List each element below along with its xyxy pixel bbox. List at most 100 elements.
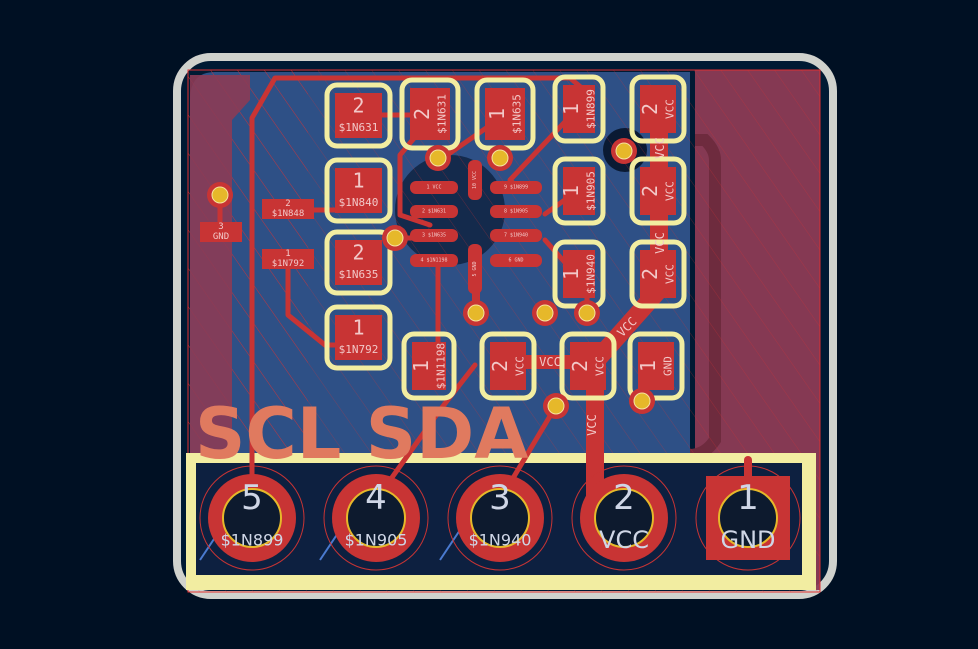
- pad-label: 8 $1N905: [504, 209, 528, 215]
- smd-pad[interactable]: 1$1N635: [474, 77, 536, 151]
- ic-pad[interactable]: 3 $1N635: [410, 229, 458, 242]
- pad-copper: [640, 250, 676, 298]
- zone-boundary: [187, 69, 821, 593]
- pad-courtyard: [324, 229, 393, 296]
- pad-copper: [200, 222, 242, 242]
- smd-pad[interactable]: 1$1N792: [262, 249, 314, 269]
- pad-label: 3 $1N635: [422, 233, 446, 239]
- ic-pad[interactable]: 8 $1N905: [490, 205, 542, 218]
- pad-copper: [410, 88, 450, 140]
- track-net-label: VCC: [653, 232, 667, 254]
- pad-courtyard: [324, 82, 393, 149]
- via[interactable]: [629, 388, 655, 414]
- pad-copper: [262, 199, 314, 219]
- pad-net-label: VCC: [664, 264, 677, 284]
- pad-courtyard: [559, 331, 617, 401]
- track-net-label: VCC: [539, 355, 561, 369]
- ic-pad[interactable]: 7 $1N940: [490, 229, 542, 242]
- pad-courtyard: [324, 304, 393, 371]
- pad-label: 10 VCC: [472, 171, 478, 189]
- ic-pad[interactable]: 9 $1N899: [490, 181, 542, 194]
- smd-pad[interactable]: 2$1N635: [324, 229, 393, 296]
- pad-net-label: $1N899: [585, 89, 598, 129]
- connector-pin-5[interactable]: 5 $1N899: [199, 465, 305, 571]
- pad-copper: [412, 342, 446, 390]
- pad-net-label: $1N840: [339, 196, 379, 209]
- smd-pad[interactable]: 2$1N631: [399, 77, 461, 151]
- pad-label: 7 $1N940: [504, 233, 528, 239]
- via[interactable]: [425, 145, 451, 171]
- pad-copper: [335, 93, 382, 138]
- pad-courtyard: [629, 74, 687, 144]
- via[interactable]: [574, 300, 600, 326]
- pad-courtyard: [324, 157, 393, 224]
- pad-courtyard: [401, 331, 457, 401]
- connector-pin-3[interactable]: 3$1N940: [447, 465, 553, 571]
- pad-number: 2: [352, 94, 364, 118]
- via[interactable]: [543, 393, 569, 419]
- silk-text-scl-sda: SCL SDA: [195, 393, 528, 475]
- pad-number: 2: [410, 108, 434, 120]
- pad-net-label: GND: [662, 356, 675, 376]
- pad-copper: [640, 85, 676, 133]
- pad-net-label: VCC: [594, 356, 607, 376]
- pad-label: 4 $1N1198: [420, 258, 447, 264]
- smd-pad[interactable]: 1$1N792: [324, 304, 393, 371]
- pin-net-label: $1N899: [221, 531, 284, 550]
- pin-net-label: $1N905: [345, 531, 408, 550]
- ic-pad[interactable]: 1 VCC: [410, 181, 458, 194]
- via[interactable]: [207, 182, 233, 208]
- pad-copper: [335, 315, 382, 360]
- pin-number: 4: [365, 478, 387, 518]
- ic-pad[interactable]: 5 GND: [468, 244, 482, 294]
- via[interactable]: [382, 225, 408, 251]
- smd-pad[interactable]: 1$1N1198: [401, 331, 457, 401]
- smd-pad[interactable]: 2$1N848: [262, 199, 314, 219]
- pad-net-label: $1N848: [272, 209, 305, 219]
- pad-number: 2: [568, 360, 592, 372]
- ic-pad[interactable]: 2 $1N631: [410, 205, 458, 218]
- pad-number: 1: [559, 268, 583, 280]
- smd-pad[interactable]: 2$1N631: [324, 82, 393, 149]
- ic-pad[interactable]: 10 VCC: [468, 160, 482, 200]
- via[interactable]: [532, 300, 558, 326]
- pad-number: 1: [559, 103, 583, 115]
- pad-label: 5 GND: [472, 261, 478, 276]
- pin-number: 2: [613, 478, 635, 518]
- pad-number: 1: [636, 360, 660, 372]
- pad-copper: [563, 167, 595, 215]
- smd-pad[interactable]: 1$1N905: [552, 156, 606, 226]
- smd-pad[interactable]: 1$1N899: [552, 74, 606, 144]
- ic-pad[interactable]: 6 GND: [490, 254, 542, 267]
- pin-number: 3: [489, 478, 511, 518]
- pad-net-label: $1N635: [511, 94, 524, 134]
- pad-copper: [563, 250, 595, 298]
- pad-number: 1: [485, 108, 509, 120]
- via[interactable]: [611, 138, 637, 164]
- smd-pad[interactable]: 1$1N940: [552, 239, 606, 309]
- pad-copper: [640, 167, 676, 215]
- pad-net-label: $1N905: [585, 171, 598, 211]
- pad-number: 2: [638, 268, 662, 280]
- via[interactable]: [487, 145, 513, 171]
- pad-courtyard: [629, 239, 687, 309]
- smd-pad[interactable]: 1$1N840: [324, 157, 393, 224]
- pad-net-label: $1N792: [272, 259, 305, 269]
- ic-pad[interactable]: 4 $1N1198: [410, 254, 458, 267]
- connector-pin-4[interactable]: 4 $1N905: [323, 465, 429, 571]
- pin-number: 5: [241, 478, 263, 518]
- via[interactable]: [463, 300, 489, 326]
- pad-number: 2: [638, 103, 662, 115]
- pad-net-label: VCC: [664, 99, 677, 119]
